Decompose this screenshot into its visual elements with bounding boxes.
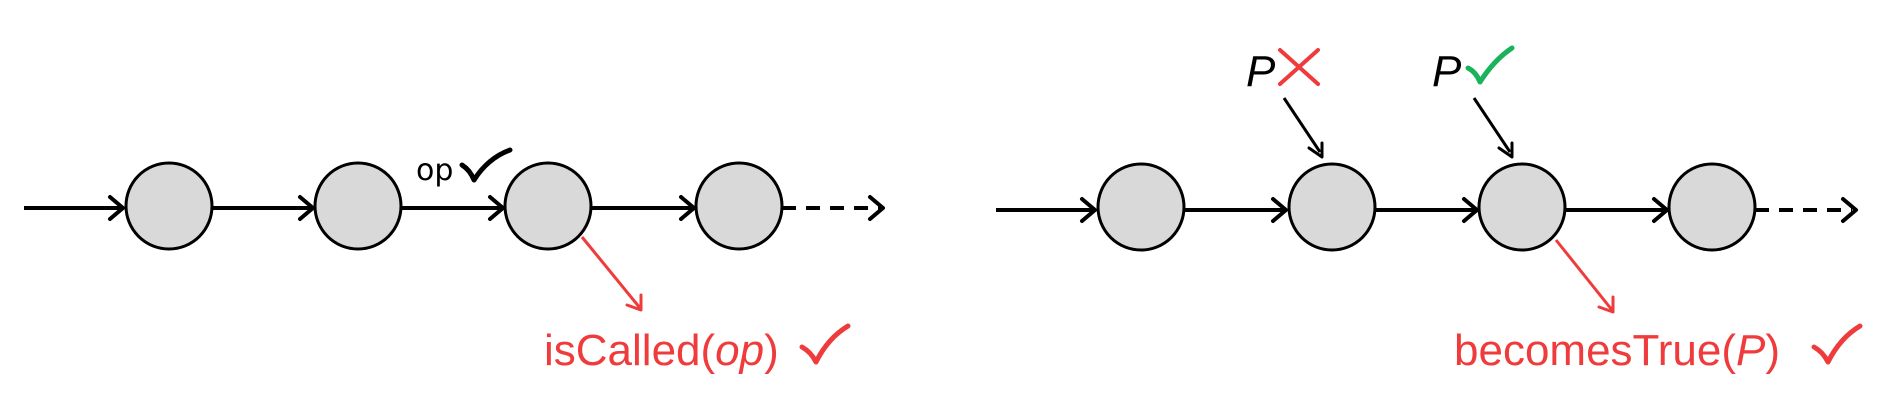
right-highlight-pointer	[1554, 239, 1614, 311]
right-panel: P P becomesTrue(P)	[996, 45, 1863, 375]
p-false-pointer	[1282, 97, 1322, 153]
right-state-node-4	[1667, 162, 1757, 252]
right-incoming-arrowhead	[1080, 197, 1097, 223]
left-highlight-arrowhead	[625, 293, 643, 312]
p-label-false: P	[1246, 47, 1276, 96]
p-false-arrowhead	[1307, 141, 1324, 159]
right-arrowhead-2-3	[1462, 197, 1479, 223]
left-arrowhead-2-3	[488, 195, 505, 221]
p-true-pointer	[1472, 97, 1512, 153]
left-panel: op isCalled(op)	[24, 147, 885, 375]
is-called-label: isCalled(op)	[544, 326, 779, 375]
left-state-node-1	[124, 161, 214, 251]
p-label-true: P	[1432, 47, 1462, 96]
right-arrowhead-1-2	[1271, 197, 1288, 223]
right-arrowhead-3-4	[1652, 197, 1669, 223]
left-state-node-4	[694, 161, 784, 251]
check-icon	[459, 147, 513, 183]
left-arrowhead-1-2	[298, 195, 315, 221]
right-state-node-3	[1477, 162, 1567, 252]
right-highlight-arrowhead	[1597, 295, 1615, 314]
left-state-node-2	[313, 161, 403, 251]
left-highlight-pointer	[580, 236, 642, 309]
left-incoming-arrowhead	[108, 195, 125, 221]
left-arrowhead-3-4	[679, 195, 696, 221]
check-icon	[1465, 45, 1515, 85]
left-continuation-arrowhead	[868, 195, 885, 221]
check-icon	[1811, 323, 1863, 365]
op-label: op	[416, 153, 453, 188]
becomes-true-label: becomesTrue(P)	[1454, 326, 1780, 375]
right-state-node-1	[1096, 162, 1186, 252]
check-icon	[799, 323, 851, 365]
left-state-node-3	[503, 161, 593, 251]
right-continuation-arrowhead	[1841, 197, 1858, 223]
right-state-node-2	[1287, 162, 1377, 252]
p-true-arrowhead	[1497, 141, 1514, 159]
cross-icon	[1278, 48, 1320, 86]
